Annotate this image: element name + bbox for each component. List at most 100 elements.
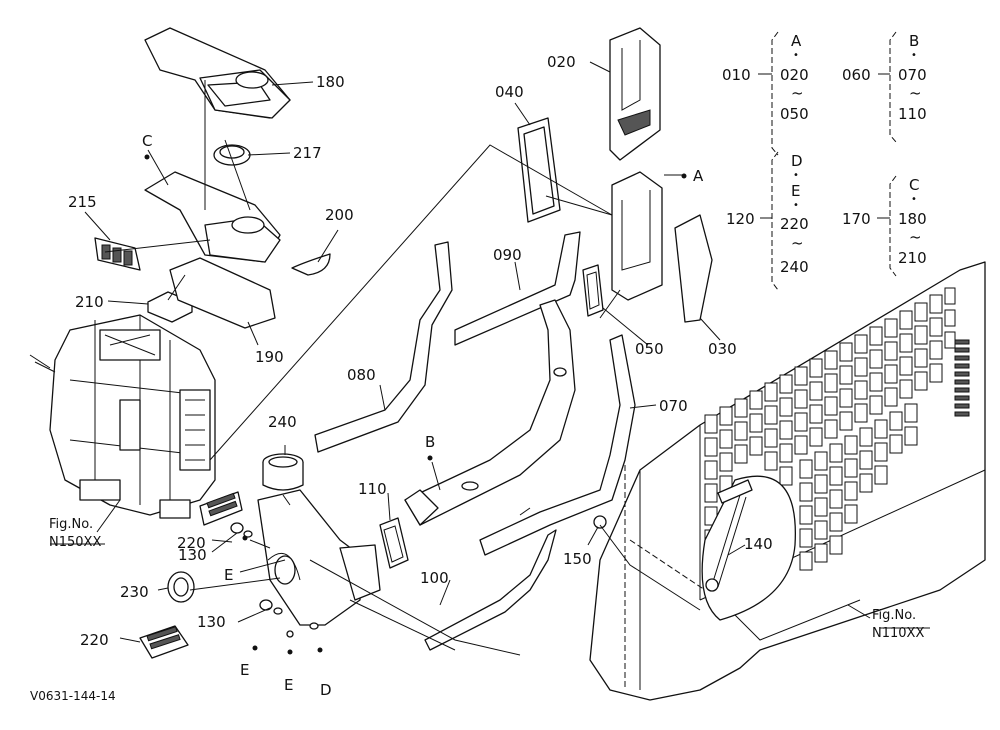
group-060-m4: 110	[898, 105, 927, 123]
letter-a: A	[693, 167, 704, 185]
part-217-ring	[213, 144, 251, 166]
group-120-m3: •	[793, 200, 799, 211]
label-240: 240	[268, 413, 297, 431]
label-220-upper: 220	[177, 534, 206, 552]
part-020	[609, 27, 661, 161]
part-090	[454, 231, 581, 346]
group-060-parent: 060	[842, 66, 871, 84]
part-050	[582, 264, 604, 317]
group-010-m1: •	[793, 50, 799, 61]
group-010-m0: A	[791, 32, 802, 50]
label-110: 110	[358, 480, 387, 498]
label-030: 030	[708, 340, 737, 358]
part-c-duct	[144, 171, 281, 263]
label-100: 100	[420, 569, 449, 587]
group-120-m2: E	[791, 182, 800, 200]
label-150: 150	[563, 550, 592, 568]
cab-frame	[589, 261, 986, 701]
letter-d: D	[320, 681, 332, 699]
part-030	[674, 214, 713, 323]
part-180-duct	[144, 27, 291, 119]
group-010: 010 A • 020 ~ 050	[722, 31, 809, 156]
label-230: 230	[120, 583, 149, 601]
group-060-m0: B	[909, 32, 919, 50]
part-215-grille	[94, 237, 141, 271]
part-190-plate	[169, 257, 276, 329]
fig-ref-left: Fig.No. N150XX	[49, 517, 101, 550]
group-120: 120 D • E • 220 ~ 240	[726, 151, 809, 291]
fasteners	[230, 515, 607, 655]
letter-b: B	[425, 433, 435, 451]
label-180: 180	[316, 73, 345, 91]
part-230-knob	[167, 571, 195, 603]
group-060-m3: ~	[909, 84, 922, 102]
fig-ref-right-label: Fig.No.	[872, 608, 916, 623]
part-d-bracket	[257, 489, 381, 626]
part-b-duct	[404, 299, 576, 526]
part-220-grille-upper	[199, 491, 243, 526]
part-080	[314, 241, 453, 453]
label-190: 190	[255, 348, 284, 366]
fig-ref-left-code: N150XX	[49, 535, 101, 550]
label-200: 200	[325, 206, 354, 224]
label-130-upper: 130	[178, 546, 207, 564]
group-170-m0: C	[909, 176, 919, 194]
group-060-m1: •	[911, 50, 917, 61]
group-120-m6: 240	[780, 258, 809, 276]
label-020: 020	[547, 53, 576, 71]
group-120-parent: 120	[726, 210, 755, 228]
part-110	[379, 517, 409, 569]
part-140-bracket	[701, 475, 796, 621]
letter-e-1: E	[224, 566, 233, 584]
group-170-m3: ~	[909, 228, 922, 246]
group-170-m2: 180	[898, 210, 927, 228]
label-050: 050	[635, 340, 664, 358]
label-090: 090	[493, 246, 522, 264]
letter-c: C	[142, 132, 152, 150]
label-210: 210	[75, 293, 104, 311]
fig-ref-left-label: Fig.No.	[49, 517, 93, 532]
label-040: 040	[495, 83, 524, 101]
cab-vent-slots	[954, 339, 970, 417]
group-170-m4: 210	[898, 249, 927, 267]
group-170: 170 C • 180 ~ 210	[842, 175, 927, 277]
reference-letters: C A B E E E D	[142, 132, 704, 699]
part-040	[517, 117, 561, 223]
part-070	[479, 334, 636, 556]
fig-ref-right: Fig.No. N110XX	[872, 608, 924, 641]
group-060-m2: 070	[898, 66, 927, 84]
part-210-seal	[147, 291, 193, 323]
label-080: 080	[347, 366, 376, 384]
callout-leaders	[50, 61, 930, 643]
part-220-grille-lower	[139, 625, 189, 659]
group-120-m0: D	[791, 152, 803, 170]
footer-code: V0631-144-14	[30, 689, 116, 703]
part-100	[424, 529, 557, 651]
letter-e-2: E	[240, 661, 249, 679]
group-060: 060 B • 070 ~ 110	[842, 31, 927, 143]
label-140: 140	[744, 535, 773, 553]
group-170-m1: •	[911, 194, 917, 205]
cab-grille	[704, 287, 956, 572]
part-a	[611, 171, 663, 301]
group-120-m5: ~	[791, 234, 804, 252]
part-200-clip	[291, 253, 331, 276]
part-unit-evaporator	[29, 314, 216, 519]
group-010-m3: ~	[791, 84, 804, 102]
part-240-cap	[262, 453, 304, 491]
label-215: 215	[68, 193, 97, 211]
group-010-m2: 020	[780, 66, 809, 84]
letter-e-3: E	[284, 676, 293, 694]
label-217: 217	[293, 144, 322, 162]
group-010-parent: 010	[722, 66, 751, 84]
label-220-lower: 220	[80, 631, 109, 649]
group-120-m1: •	[793, 170, 799, 181]
label-130-lower: 130	[197, 613, 226, 631]
label-070: 070	[659, 397, 688, 415]
part-labels: 180 217 200 215 210 190 240 220 130 230 …	[68, 53, 773, 649]
group-170-parent: 170	[842, 210, 871, 228]
group-120-m4: 220	[780, 215, 809, 233]
group-010-m4: 050	[780, 105, 809, 123]
fig-ref-right-code: N110XX	[872, 626, 924, 641]
